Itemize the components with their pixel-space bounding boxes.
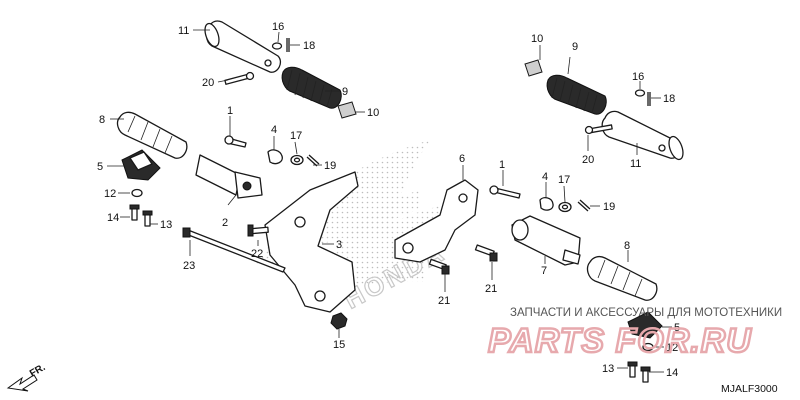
part-17-washer-left	[290, 154, 304, 166]
part-14-bolt-right	[640, 366, 651, 383]
diagram-code: MJALF3000	[721, 383, 778, 395]
callout-1-right: 1	[499, 159, 505, 171]
callout-22: 22	[251, 248, 263, 260]
part-7-footpeg-right	[511, 215, 581, 266]
callout-6: 6	[459, 153, 465, 165]
part-10-plate-right	[524, 59, 543, 77]
callout-16-right: 16	[632, 71, 644, 83]
part-19-cotter-pin-right	[577, 199, 591, 212]
front-direction-marker: FR.	[6, 362, 48, 392]
callout-19-right: 19	[603, 201, 615, 213]
part-12-nut-right	[642, 342, 654, 352]
front-label: FR.	[28, 362, 48, 380]
callout-20-left: 20	[202, 77, 214, 89]
part-6-bracket-right	[394, 179, 479, 263]
arrow-down-left-icon	[6, 374, 38, 392]
callout-11-right: 11	[630, 158, 641, 170]
part-9-rubber-left	[281, 66, 342, 109]
callout-labels: 11 16 18 20 9 10 8 1 5 12 14 13 4 17 19 …	[97, 21, 680, 379]
part-4-spring-right	[539, 197, 554, 211]
callout-18-left: 18	[303, 40, 315, 52]
callout-12-right: 12	[666, 342, 678, 354]
callout-5-left: 5	[97, 161, 103, 173]
part-16-washer-right	[634, 89, 646, 97]
part-15-nut	[330, 312, 348, 330]
callout-14-right: 14	[666, 367, 678, 379]
callout-3: 3	[336, 239, 342, 251]
part-20-bolt-right	[584, 124, 613, 135]
part-18-cotter-pin-right	[647, 92, 651, 106]
callout-2: 2	[222, 217, 228, 229]
part-17-washer-right	[558, 201, 572, 213]
part-8-footpeg-rubber-right	[586, 255, 658, 301]
part-2-footpeg-left	[195, 154, 263, 199]
callout-17-right: 17	[558, 174, 570, 186]
part-19-cotter-pin-left	[306, 154, 320, 167]
part-13-bolt-left	[142, 210, 153, 227]
callout-4-left: 4	[271, 124, 277, 136]
callout-8-right: 8	[624, 240, 630, 252]
part-23-long-bolt	[182, 227, 286, 273]
part-21-bolt-upper	[474, 244, 498, 262]
leader-lines	[107, 29, 672, 373]
part-11-pin-right	[601, 110, 684, 161]
part-20-bolt-left	[224, 71, 255, 85]
callout-9-left: 9	[342, 86, 348, 98]
callout-9-right: 9	[572, 41, 578, 53]
callout-10-left: 10	[367, 107, 379, 119]
part-5-holder-left	[121, 149, 161, 181]
part-5-holder-right	[627, 311, 663, 339]
part-4-spring-left	[267, 149, 283, 165]
callout-18-right: 18	[663, 93, 675, 105]
callout-12-left: 12	[104, 188, 116, 200]
callout-13-right: 13	[602, 363, 614, 375]
part-10-plate-left	[337, 101, 357, 119]
callout-19-left: 19	[324, 160, 336, 172]
callout-4-right: 4	[542, 171, 548, 183]
callout-17-left: 17	[290, 130, 302, 142]
callout-16-left: 16	[272, 21, 284, 33]
callout-10-right: 10	[531, 33, 543, 45]
part-3-bracket-left	[264, 171, 359, 313]
callout-21-upper: 21	[485, 283, 497, 295]
callout-11-left: 11	[178, 25, 189, 37]
part-22-bolt	[247, 224, 269, 237]
callout-23: 23	[183, 260, 195, 272]
part-16-washer-left	[271, 42, 283, 50]
part-8-footpeg-rubber-left	[116, 111, 188, 159]
callout-1-left: 1	[227, 105, 233, 117]
callout-13-left: 13	[160, 219, 172, 231]
part-18-cotter-pin-left	[286, 38, 290, 52]
callout-21-lower: 21	[438, 295, 450, 307]
part-13-bolt-right	[627, 361, 638, 378]
callout-5-right: 5	[674, 322, 680, 334]
part-11-pin-left	[204, 20, 282, 73]
part-14-bolt-left	[129, 204, 140, 221]
callout-8-left: 8	[99, 114, 105, 126]
part-1-pin-right	[489, 185, 521, 199]
watermark-brand: PARTS FOR.RU	[488, 322, 752, 360]
part-21-bolt-lower	[428, 258, 450, 275]
watermark-caption: ЗАПЧАСТИ И АКСЕССУАРЫ ДЛЯ МОТОТЕХНИКИ	[510, 307, 782, 319]
part-1-pin-left	[224, 135, 247, 148]
callout-20-right: 20	[582, 154, 594, 166]
callout-15: 15	[333, 339, 345, 351]
part-12-nut-left	[131, 188, 143, 198]
part-9-rubber-right	[546, 74, 607, 115]
callout-14-left: 14	[107, 212, 119, 224]
site-watermark: ЗАПЧАСТИ И АКСЕССУАРЫ ДЛЯ МОТОТЕХНИКИ PA…	[487, 307, 782, 361]
callout-7: 7	[541, 265, 547, 277]
